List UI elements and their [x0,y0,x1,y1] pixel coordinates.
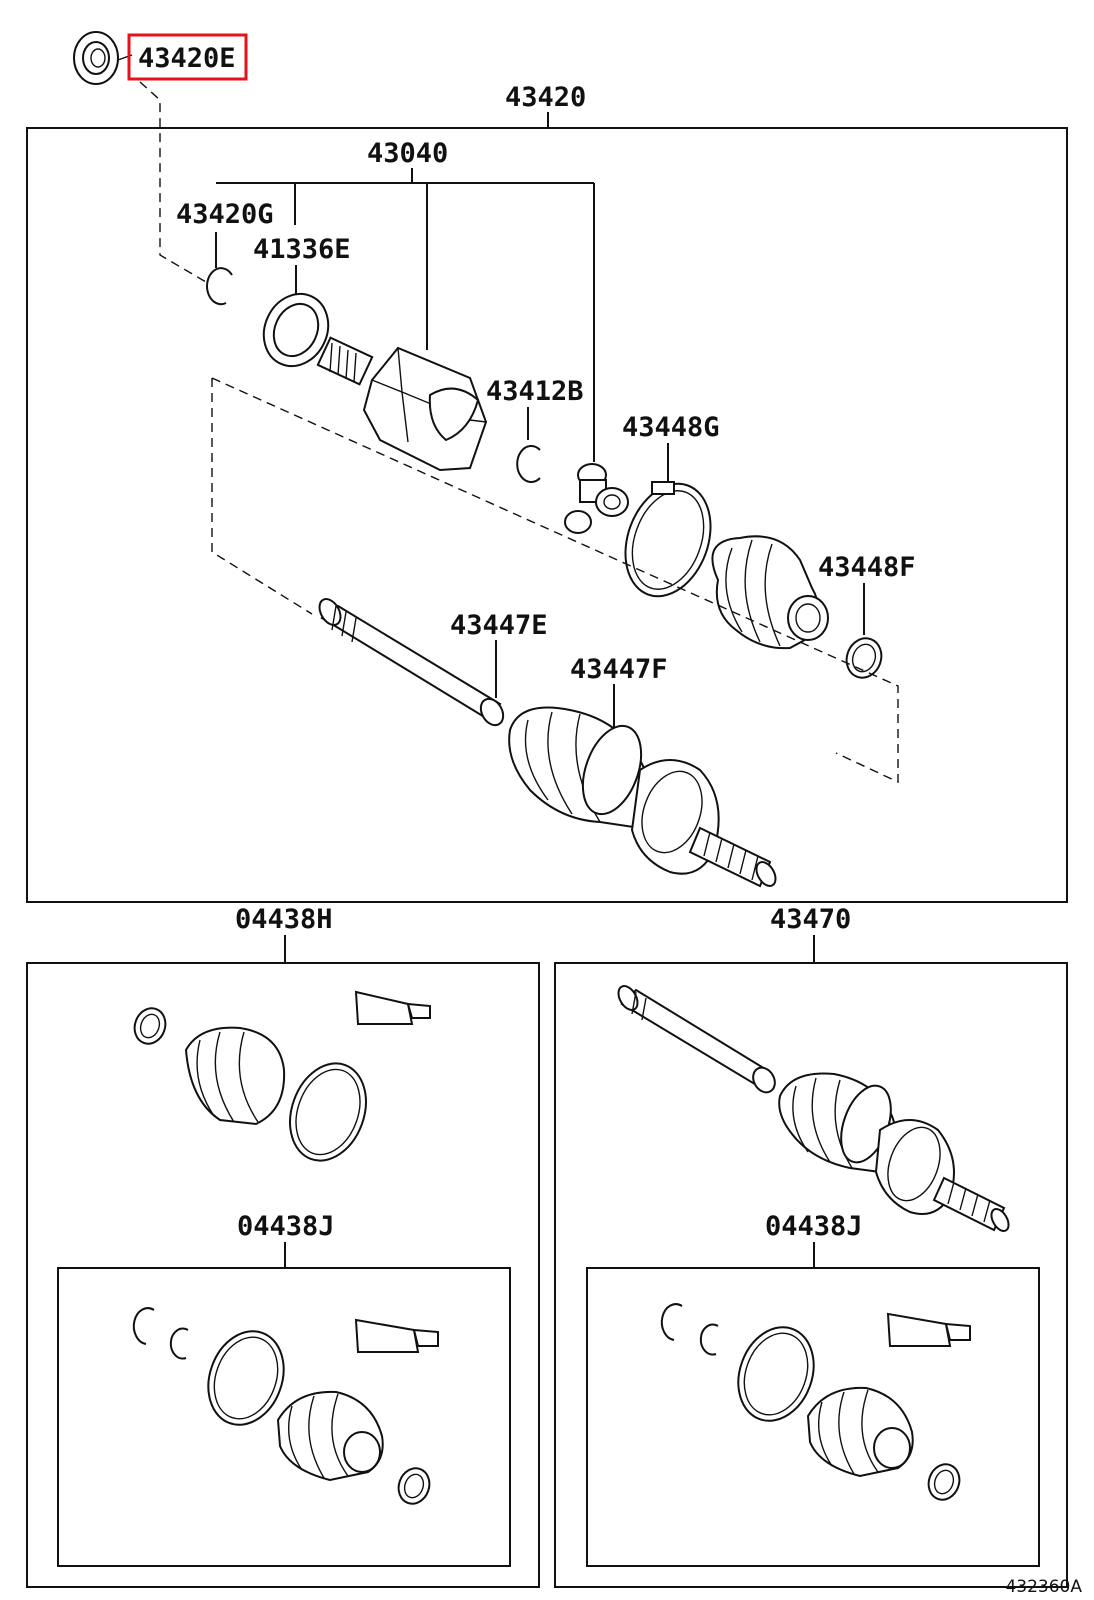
part-label-43040[interactable]: 43040 [367,138,448,169]
assembly-box-43420 [26,127,1068,903]
part-43420-shaft-assembly[interactable] [315,595,507,729]
part-43412b-snap-ring[interactable] [516,445,541,483]
part-label-43447f[interactable]: 43447F [570,654,668,685]
kit-box-04438j-left [57,1267,511,1567]
diagram-code: 432360A [1005,1577,1082,1597]
part-inboard-boot[interactable] [711,535,829,650]
part-43040-inboard-joint-housing[interactable] [316,336,488,472]
part-label-43420[interactable]: 43420 [505,82,586,113]
part-label-04438j-left[interactable]: 04438J [237,1211,335,1242]
part-04438j-boot-kit-right[interactable] [660,1303,971,1504]
part-label-43420g[interactable]: 43420G [176,199,274,230]
part-43448f-boot-clamp[interactable] [841,633,887,682]
part-label-43448g[interactable]: 43448G [622,412,720,443]
part-43470-shaft-assembly[interactable] [615,983,1012,1234]
part-43448g-boot-clamp[interactable] [611,472,726,608]
assembly-box-43470 [554,962,1068,1588]
part-43420e-dust-seal[interactable] [73,31,119,85]
exploded-group-outline [211,377,899,784]
highlight-box [127,33,248,81]
part-43040-tripod-joint[interactable] [564,463,629,534]
part-04438j-boot-kit-left[interactable] [132,1307,439,1508]
part-label-43412b[interactable]: 43412B [486,376,584,407]
part-label-04438j-right[interactable]: 04438J [765,1211,863,1242]
part-label-41336e[interactable]: 41336E [253,234,351,265]
part-label-43447e[interactable]: 43447E [450,610,548,641]
part-label-43420e[interactable]: 43420E [138,43,236,74]
part-label-04438h[interactable]: 04438H [235,904,333,935]
part-43420g-snap-ring[interactable] [206,267,233,306]
kit-box-04438j-right [586,1267,1040,1567]
kit-box-04438h [26,962,540,1588]
part-label-43448f[interactable]: 43448F [818,552,916,583]
part-04438h-boot-kit[interactable] [130,990,431,1171]
part-outboard-boot-joint[interactable] [508,706,779,890]
part-41336e-oil-seal[interactable] [252,283,339,376]
part-label-43470[interactable]: 43470 [770,904,851,935]
